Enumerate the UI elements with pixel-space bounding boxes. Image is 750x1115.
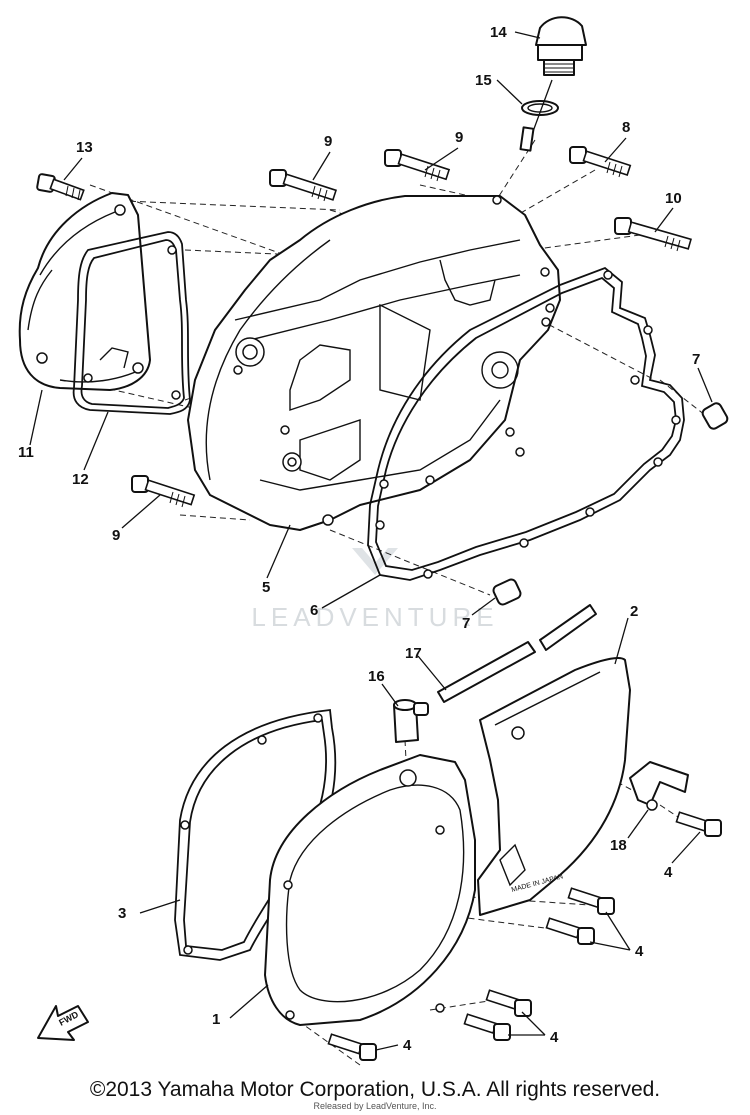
part-4-bolt-f[interactable] — [327, 1033, 377, 1061]
callout-6: 6 — [310, 602, 318, 619]
released-by-notice: Released by LeadVenture, Inc. — [313, 1101, 437, 1111]
part-4-bolt-d[interactable] — [485, 989, 532, 1017]
part-9-bolt-c[interactable] — [131, 475, 196, 508]
callout-5: 5 — [262, 579, 270, 596]
part-11-side-cover[interactable] — [18, 192, 151, 391]
part-15-o-ring[interactable] — [519, 79, 559, 152]
part-6-crankcase-gasket[interactable] — [367, 266, 685, 581]
part-2-sprocket-cover[interactable]: MADE IN JAPAN — [477, 657, 631, 916]
part-9-bolt-b[interactable] — [384, 149, 451, 182]
part-12-cover-gasket[interactable] — [72, 231, 191, 415]
callout-7b: 7 — [462, 615, 470, 632]
callout-13: 13 — [76, 139, 93, 156]
callout-numbers: 14 15 13 9 9 8 10 7 11 12 9 5 6 7 2 17 1… — [18, 24, 700, 1054]
leadventure-watermark: LEADVENTURE — [251, 548, 498, 632]
callout-15: 15 — [475, 72, 492, 89]
callout-4d: 4 — [403, 1037, 412, 1054]
watermark-text: LEADVENTURE — [251, 602, 498, 632]
callout-8: 8 — [622, 119, 630, 136]
callout-2: 2 — [630, 603, 638, 620]
part-13-bolt[interactable] — [36, 173, 85, 201]
part-1-clutch-cover[interactable] — [264, 754, 476, 1026]
part-4-bolt-c[interactable] — [545, 917, 595, 945]
part-7-dowel-pin-b[interactable] — [492, 578, 522, 606]
callout-4b: 4 — [635, 943, 644, 960]
part-8-bolt[interactable] — [569, 146, 632, 178]
part-9-bolt-a[interactable] — [269, 169, 338, 202]
callout-17: 17 — [405, 645, 422, 662]
part-14-oil-filler-cap[interactable] — [535, 16, 587, 76]
part-16-hose-fitting[interactable] — [393, 699, 429, 743]
part-18-clamp[interactable] — [629, 761, 689, 811]
part-7-dowel-pin-a[interactable] — [701, 401, 729, 430]
callout-3: 3 — [118, 905, 126, 922]
callout-11: 11 — [18, 444, 34, 461]
callout-9a: 9 — [324, 133, 332, 150]
callout-9c: 9 — [112, 527, 120, 544]
callout-14: 14 — [490, 24, 507, 41]
copyright-notice: ©2013 Yamaha Motor Corporation, U.S.A. A… — [89, 1078, 661, 1101]
callout-7a: 7 — [692, 351, 700, 368]
callout-18: 18 — [610, 837, 627, 854]
callout-1: 1 — [212, 1011, 220, 1028]
part-17-breather-hose[interactable] — [437, 604, 597, 703]
callout-4c: 4 — [550, 1029, 559, 1046]
part-4-bolt-b[interactable] — [567, 887, 615, 915]
callout-10: 10 — [665, 190, 682, 207]
callout-9b: 9 — [455, 129, 463, 146]
callout-12: 12 — [72, 471, 89, 488]
part-10-bolt[interactable] — [614, 217, 692, 252]
part-3-clutch-cover-gasket[interactable] — [174, 709, 337, 961]
part-4-bolt-e[interactable] — [463, 1013, 511, 1041]
part-4-bolt-a[interactable] — [675, 811, 722, 837]
callout-leaders — [29, 31, 713, 1051]
forward-direction-arrow: FWD — [37, 1005, 89, 1041]
part-5-crankcase-cover[interactable] — [187, 195, 561, 531]
callout-4a: 4 — [664, 864, 673, 881]
callout-16: 16 — [368, 668, 385, 685]
